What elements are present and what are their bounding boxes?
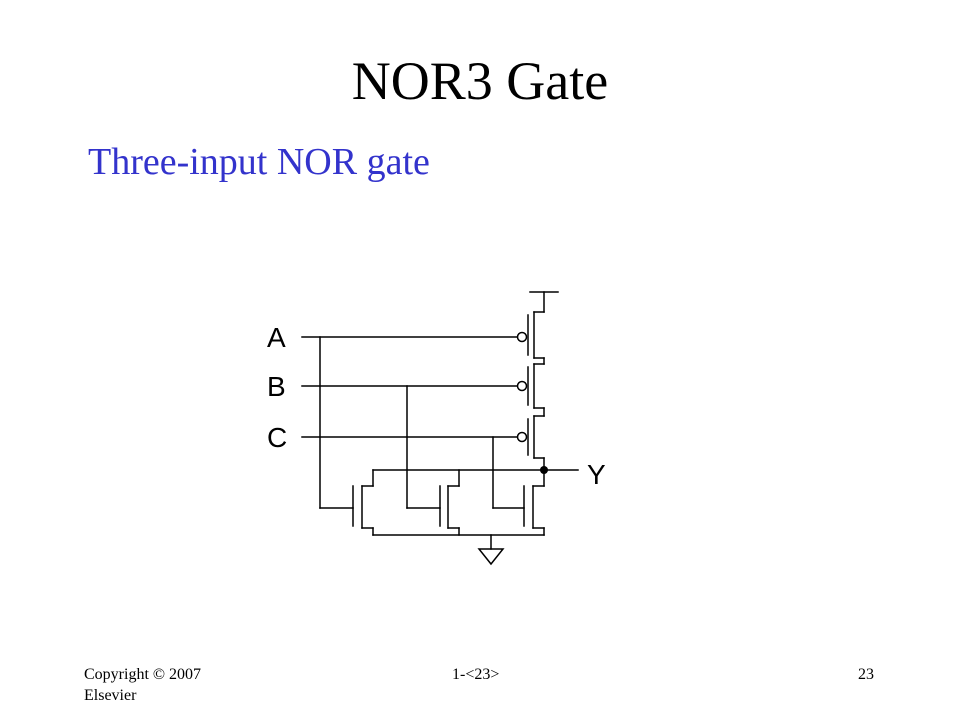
pmos-c [527,415,545,459]
pmos-c-bubble [516,431,528,443]
nmos-c [492,485,545,536]
pmos-b-bubble [516,380,528,392]
output-label-y: Y [587,459,606,490]
pmos-a-bubble [516,331,528,343]
input-label-c: C [267,422,287,453]
footer-copyright: Copyright © 2007 Elsevier [84,666,202,704]
output-junction-dot [540,466,548,474]
slide-subtitle: Three-input NOR gate [88,141,430,183]
input-label-a: A [267,322,286,353]
nmos-b [406,469,460,536]
pmos-a [527,311,545,359]
footer-page-number: 23 [858,666,874,683]
ground-symbol [477,548,505,566]
nmos-a [319,469,374,536]
slide-title: NOR3 Gate [351,51,609,111]
pmos-b [527,363,545,409]
input-label-b: B [267,371,286,402]
footer-slide-ref: 1-<23> [452,666,500,683]
